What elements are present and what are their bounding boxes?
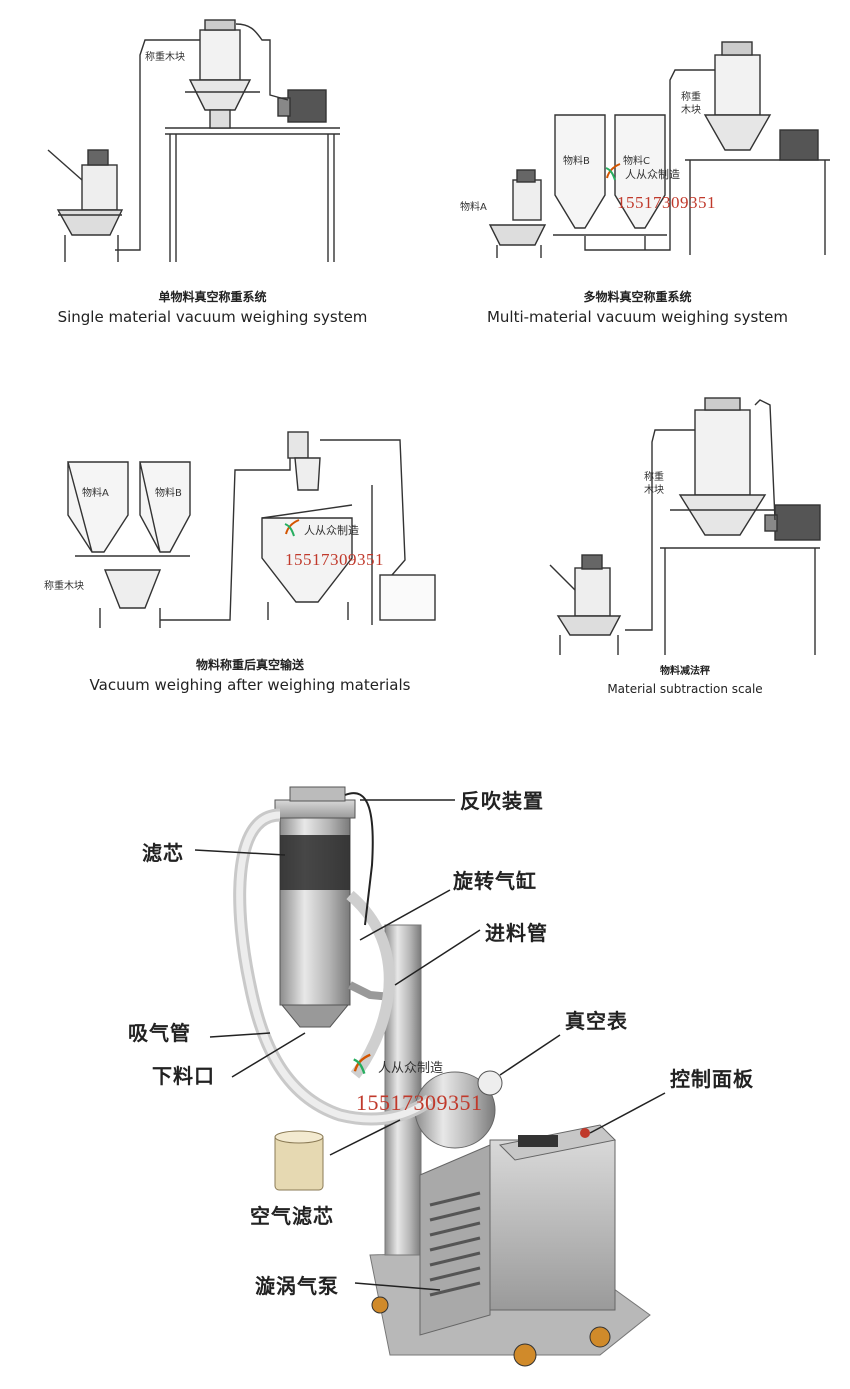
subtract-caption-en: Material subtraction scale	[607, 682, 763, 696]
callout-filter-core: 滤芯	[142, 841, 184, 865]
panel-subtraction-scale: 称重 木块 物料减法秤 Material subtraction scale	[520, 370, 850, 700]
watermark-phone: 15517309351	[617, 193, 716, 212]
callout-air-filter: 空气滤芯	[250, 1204, 334, 1228]
watermark-brand: 人从众制造	[625, 168, 680, 181]
panel-multi-material: 称重 木块 物料A 物料B 物料C 人从众制造 15517309351 多物料真…	[425, 0, 850, 335]
subtract-block-label-1: 称重	[644, 472, 664, 483]
watermark-logo-icon	[605, 163, 621, 181]
multi-label-b: 物料B	[563, 156, 590, 167]
after-label-b: 物料B	[155, 488, 182, 499]
watermark-brand: 人从众制造	[304, 524, 359, 537]
after-block-label: 称重木块	[44, 581, 84, 592]
multi-block-label-2: 木块	[681, 105, 701, 116]
vacuum-feeder-illustration	[194, 786, 666, 1367]
single-caption-en: Single material vacuum weighing system	[57, 308, 368, 326]
panel-after-weighing: 物料A 物料B 称重木块 人从众制造 15517309351 物料称重后真空输送…	[0, 370, 500, 700]
single-block-label: 称重木块	[145, 52, 185, 63]
multi-block-label-1: 称重	[681, 92, 701, 103]
single-material-diagram	[47, 19, 340, 262]
callout-suction-pipe: 吸气管	[128, 1021, 191, 1045]
panel-single-material: 称重木块 单物料真空称重系统 Single material vacuum we…	[0, 0, 425, 335]
after-caption-zh: 物料称重后真空输送	[195, 658, 304, 672]
multi-label-c: 物料C	[623, 156, 650, 167]
watermark-brand: 人从众制造	[378, 1061, 444, 1076]
after-label-a: 物料A	[82, 488, 109, 499]
watermark-phone: 15517309351	[356, 1090, 483, 1115]
multi-material-diagram	[488, 41, 830, 258]
watermark-logo-icon	[353, 1053, 371, 1075]
callout-discharge-port: 下料口	[152, 1064, 215, 1088]
single-caption-zh: 单物料真空称重系统	[158, 290, 267, 304]
callout-feed-pipe: 进料管	[485, 921, 548, 945]
callout-control-panel: 控制面板	[670, 1067, 754, 1091]
after-weighing-diagram	[67, 431, 436, 628]
callout-vortex-pump: 漩涡气泵	[255, 1274, 339, 1298]
callout-rotary-cylinder: 旋转气缸	[453, 869, 537, 893]
multi-caption-zh: 多物料真空称重系统	[583, 290, 692, 304]
watermark-phone: 15517309351	[285, 550, 384, 569]
watermark-logo-icon	[284, 519, 300, 537]
multi-label-a: 物料A	[460, 202, 487, 213]
after-caption-en: Vacuum weighing after weighing materials	[89, 676, 411, 694]
multi-caption-en: Multi-material vacuum weighing system	[486, 308, 789, 326]
subtraction-scale-diagram	[549, 397, 821, 655]
subtract-block-label-2: 木块	[644, 485, 664, 496]
callout-vacuum-gauge: 真空表	[565, 1009, 628, 1033]
callout-back-blow: 反吹装置	[460, 789, 544, 813]
subtract-caption-zh: 物料减法秤	[660, 666, 710, 677]
panel-equipment-parts: 人从众制造 15517309351 反吹装置 滤芯 旋转气缸 进料管 吸气管 真…	[0, 715, 850, 1389]
